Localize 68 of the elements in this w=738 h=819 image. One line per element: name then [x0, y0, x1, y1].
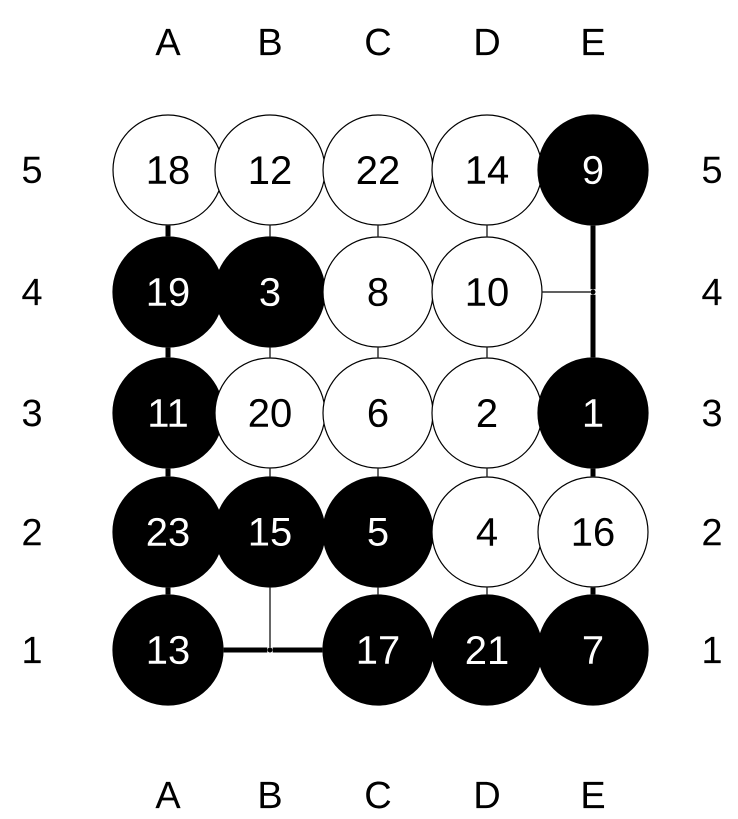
grid-line [269, 226, 271, 236]
stone: 19 [112, 236, 224, 348]
column-label: B [260, 782, 281, 808]
grid-line [166, 588, 170, 594]
grid-line [542, 291, 590, 293]
grid-line [486, 468, 488, 476]
stone: 6 [322, 357, 434, 469]
grid-line [590, 468, 596, 476]
stone: 11 [112, 357, 224, 469]
row-label: 1 [24, 636, 41, 664]
grid-line [269, 348, 271, 358]
grid-line [377, 588, 379, 594]
stone: 20 [214, 357, 326, 469]
stone: 15 [214, 476, 326, 588]
grid-line [486, 588, 488, 594]
row-label: 3 [702, 400, 721, 426]
stone: 7 [537, 594, 649, 706]
grid-line [377, 348, 379, 358]
grid-line [486, 348, 488, 358]
column-label: A [155, 782, 181, 808]
grid-line [590, 588, 596, 594]
grid-point [590, 290, 596, 294]
grid-line [486, 226, 488, 236]
stone: 2 [431, 357, 543, 469]
stone: 9 [537, 114, 649, 226]
row-label: 2 [703, 518, 721, 546]
stone: 16 [537, 476, 649, 588]
stone: 18 [112, 114, 224, 226]
column-label: B [260, 28, 281, 56]
column-label: A [155, 28, 181, 56]
stone: 22 [322, 114, 434, 226]
grid-point [268, 648, 272, 652]
grid-line [590, 226, 596, 290]
column-label: E [583, 28, 604, 56]
stone: 23 [112, 476, 224, 588]
row-label: 3 [22, 400, 41, 426]
stone: 5 [322, 476, 434, 588]
row-label: 2 [23, 518, 41, 546]
row-label: 1 [704, 636, 721, 664]
column-label: E [583, 782, 604, 808]
stone: 10 [431, 236, 543, 348]
row-label: 4 [702, 278, 722, 306]
column-label: D [476, 782, 499, 808]
stone: 21 [431, 594, 543, 706]
grid-line [272, 648, 322, 652]
stone: 3 [214, 236, 326, 348]
stone: 8 [322, 236, 434, 348]
grid-line [377, 226, 379, 236]
stone: 4 [431, 476, 543, 588]
grid-line [166, 468, 170, 476]
grid-line [224, 648, 268, 652]
stone: 12 [214, 114, 326, 226]
column-label: C [366, 28, 390, 56]
row-label: 5 [702, 156, 721, 184]
row-label: 4 [22, 278, 42, 306]
grid-line [590, 294, 596, 358]
row-label: 5 [22, 156, 41, 184]
column-label: D [476, 28, 499, 56]
grid-line [269, 468, 271, 476]
grid-line [166, 226, 170, 236]
column-label: C [366, 782, 390, 808]
stone: 17 [322, 594, 434, 706]
stone: 1 [537, 357, 649, 469]
grid-line [269, 588, 271, 648]
stone: 13 [112, 594, 224, 706]
grid-line [377, 468, 379, 476]
grid-line [166, 348, 170, 358]
stone: 14 [431, 114, 543, 226]
